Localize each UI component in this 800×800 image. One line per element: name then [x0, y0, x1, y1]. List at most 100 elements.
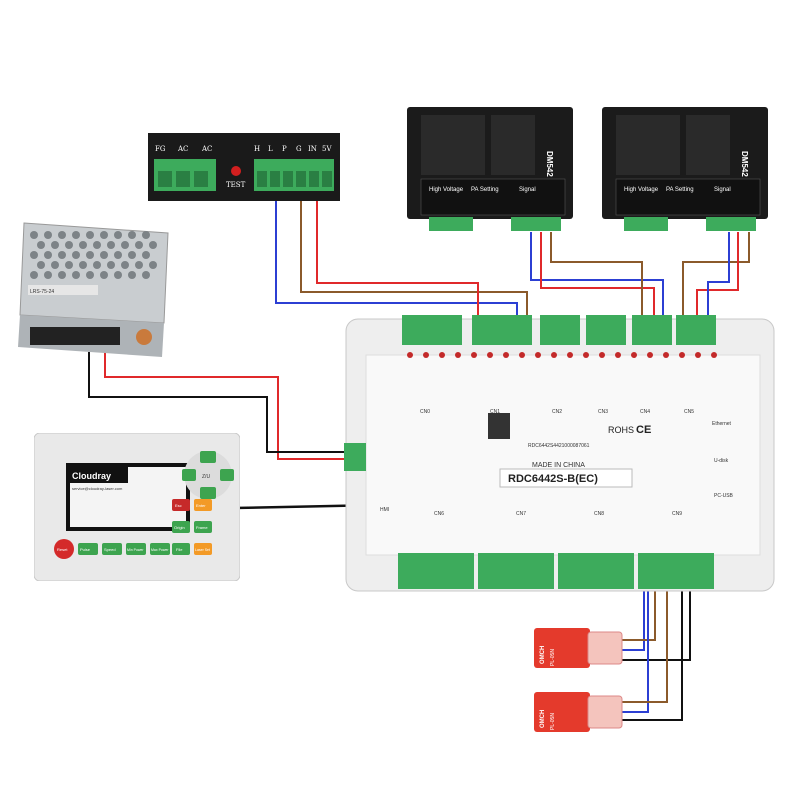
wire-drv1-brown — [550, 232, 643, 332]
limit-switch-2: OMCH PL-05N — [534, 688, 624, 734]
rohs-mark: ROHS — [608, 425, 634, 435]
psu-terminal-screw — [283, 171, 293, 187]
vent-hole — [93, 241, 101, 249]
cn0-label: CN0 — [420, 409, 430, 415]
speed-button[interactable] — [102, 543, 122, 555]
vent-hole — [135, 241, 143, 249]
enter-label: Enter — [196, 503, 206, 508]
vent-hole — [37, 241, 45, 249]
psu-term-ac2: AC — [201, 145, 212, 153]
status-led — [615, 352, 621, 358]
reset-button[interactable] — [54, 539, 74, 559]
serial-number: RDC6442S4421000087061 — [528, 443, 590, 449]
controller-graphic: CN0 CN1 CN2 CN3 CN4 CN5 FC ROHS CE RDC64… — [344, 315, 775, 592]
esc-button[interactable] — [172, 499, 190, 511]
vent-hole — [30, 231, 38, 239]
stepper-driver-2: DM542 High Voltage PA Setting Signal — [602, 107, 768, 233]
enter-button[interactable] — [194, 499, 212, 511]
wire-limit-brown-1 — [620, 570, 656, 641]
status-led — [503, 352, 509, 358]
hmi-label: HMI — [380, 507, 389, 513]
vent-hole — [114, 231, 122, 239]
vent-hole — [72, 251, 80, 259]
driver-2-signal: Signal — [714, 187, 731, 193]
psu-term-5v: 5V — [322, 145, 332, 153]
vent-hole — [107, 261, 115, 269]
vent-hole — [79, 241, 87, 249]
psu-term-ac1: AC — [177, 145, 188, 153]
status-led — [471, 352, 477, 358]
up-button[interactable] — [200, 451, 216, 463]
frame-label: Frame — [196, 525, 208, 530]
cn4-label: CN4 — [640, 409, 650, 415]
vent-hole — [86, 231, 94, 239]
vent-hole — [128, 231, 136, 239]
down-button[interactable] — [200, 487, 216, 499]
right-button[interactable] — [220, 469, 234, 481]
status-led — [423, 352, 429, 358]
power-supply-24v: LRS-75-24 — [14, 215, 178, 365]
origin-button[interactable] — [172, 521, 190, 533]
cn9-label: CN9 — [672, 511, 682, 517]
driver-2-model: DM542 — [740, 151, 749, 177]
psu-terminal-screw — [309, 171, 319, 187]
test-label: TEST — [226, 181, 246, 189]
test-led — [231, 166, 241, 176]
vent-hole — [142, 251, 150, 259]
status-led — [487, 352, 493, 358]
max-power-button[interactable] — [150, 543, 170, 555]
speed-label: Speed — [104, 547, 116, 552]
wire-24v-red — [104, 352, 350, 460]
driver-2-pa: PA Setting — [666, 187, 694, 193]
limit-switch-2-graphic: OMCH PL-05N — [534, 692, 623, 732]
wire-drv1-red — [540, 232, 655, 332]
vent-hole — [93, 261, 101, 269]
esc-label: Esc — [175, 503, 182, 508]
status-led — [695, 352, 701, 358]
controller-model: RDC6442S-B(EC) — [508, 473, 598, 485]
frame-button[interactable] — [194, 521, 212, 533]
udisk-label: U-disk — [714, 458, 729, 464]
max-power-label: Max Power — [151, 548, 169, 552]
min-power-button[interactable] — [126, 543, 146, 555]
min-power-label: Min Power — [127, 548, 144, 552]
control-panel: Cloudray service@cloudray-laser.com Z/U … — [33, 432, 241, 582]
cn6-label: CN6 — [434, 511, 444, 517]
status-led — [647, 352, 653, 358]
controller-board: CN0 CN1 CN2 CN3 CN4 CN5 FC ROHS CE RDC64… — [340, 315, 780, 595]
cn7-label: CN7 — [516, 511, 526, 517]
wire-psu-brown — [300, 197, 528, 332]
psu-term-h: H — [254, 145, 260, 153]
vent-hole — [44, 231, 52, 239]
cn8-label: CN8 — [594, 511, 604, 517]
status-led — [551, 352, 557, 358]
vent-hole — [65, 261, 73, 269]
ethernet-label: Ethernet — [712, 421, 732, 427]
limit-switch-1-graphic: OMCH PL-05N — [534, 628, 623, 668]
status-led — [583, 352, 589, 358]
pulse-label: Pulse — [80, 547, 91, 552]
wire-limit-blue-2 — [620, 570, 649, 713]
vent-hole — [100, 251, 108, 259]
psu-term-g: G — [296, 145, 302, 153]
file-button[interactable] — [172, 543, 190, 555]
ls2-brand: OMCH — [540, 710, 546, 728]
driver-1-pa: PA Setting — [471, 187, 499, 193]
left-button[interactable] — [182, 469, 196, 481]
driver-1-signal: Signal — [519, 187, 536, 193]
made-in-label: MADE IN CHINA — [532, 462, 585, 469]
qr-code — [488, 413, 510, 439]
status-led — [663, 352, 669, 358]
vent-hole — [121, 261, 129, 269]
psu-term-in: IN — [308, 145, 317, 153]
vent-hole — [72, 271, 80, 279]
vent-hole — [100, 271, 108, 279]
pulse-button[interactable] — [78, 543, 98, 555]
vent-hole — [86, 251, 94, 259]
laser-set-button[interactable] — [194, 543, 212, 555]
wire-drv2-blue — [707, 232, 730, 332]
psu-terminal-screw — [322, 171, 332, 187]
ls1-brand: OMCH — [540, 646, 546, 664]
cn2-label: CN2 — [552, 409, 562, 415]
origin-label: Origin — [174, 525, 185, 530]
